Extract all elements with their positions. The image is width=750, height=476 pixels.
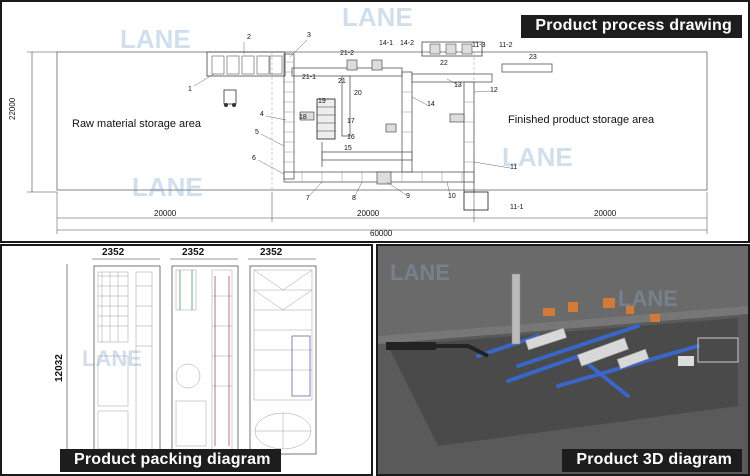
height-dimension: 12032 <box>54 354 65 382</box>
width-dimension-2: 2352 <box>182 247 205 258</box>
callout-label: 6 <box>252 155 256 162</box>
callout-label: 11 <box>510 164 518 171</box>
callout-label: 8 <box>352 195 356 202</box>
callout-label: 7 <box>306 195 310 202</box>
packing-diagram-panel: LANE 2352 2352 2352 12032 Product packin… <box>0 244 373 476</box>
callout-label: 22 <box>440 60 448 67</box>
callout-label: 5 <box>255 129 259 136</box>
finished-product-area-label: Finished product storage area <box>508 114 655 126</box>
callout-label: 11-3 <box>472 42 486 49</box>
callout-label: 13 <box>454 82 462 89</box>
callout-label: 23 <box>529 54 537 61</box>
callout-label: 20 <box>354 90 362 97</box>
callout-label: 17 <box>347 118 355 125</box>
raw-material-area-label: Raw material storage area <box>72 118 202 130</box>
height-dimension: 22000 <box>8 97 17 120</box>
callout-label: 4 <box>260 111 264 118</box>
process-drawing-lines <box>27 39 708 234</box>
packing-diagram-lines <box>66 258 317 455</box>
callout-label: 1 <box>188 86 192 93</box>
callout-label: 14 <box>427 101 435 108</box>
callout-label: 10 <box>448 193 456 200</box>
model-3d-render <box>378 273 748 474</box>
process-drawing-caption: Product process drawing <box>521 15 742 38</box>
callout-label: 11-1 <box>510 204 524 211</box>
callout-label: 2 <box>247 34 251 41</box>
right-dimension: 20000 <box>594 209 617 218</box>
callout-label: 18 <box>299 114 307 121</box>
total-dimension: 60000 <box>370 229 393 238</box>
callout-label: 15 <box>344 145 352 152</box>
callout-label: 9 <box>406 193 410 200</box>
model-3d-panel: LANE LANE Product 3D diagram <box>376 244 750 476</box>
callout-label: 14-1 <box>379 40 394 47</box>
callout-label: 14-2 <box>400 40 415 47</box>
middle-dimension: 20000 <box>357 209 380 218</box>
model-3d-caption: Product 3D diagram <box>562 449 742 472</box>
callout-label: 12 <box>490 87 498 94</box>
width-dimension-3: 2352 <box>260 247 283 258</box>
width-dimension-1: 2352 <box>102 247 125 258</box>
callout-label: 19 <box>318 98 326 105</box>
process-drawing-panel: LANE LANE LANE LANE Product process draw… <box>0 0 750 243</box>
callout-label: 21-2 <box>340 50 355 57</box>
callout-label: 3 <box>307 32 311 39</box>
packing-diagram-caption: Product packing diagram <box>60 449 281 472</box>
callout-label: 16 <box>347 134 355 141</box>
callout-label: 21 <box>338 78 346 85</box>
callout-label: 11-2 <box>499 42 513 49</box>
callout-label: 21-1 <box>302 74 317 81</box>
left-dimension: 20000 <box>154 209 177 218</box>
